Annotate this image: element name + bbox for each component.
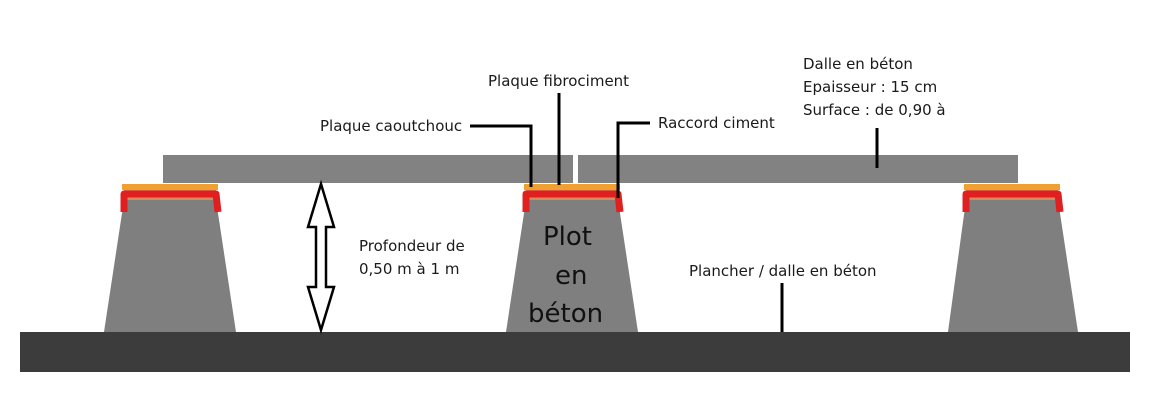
leader-lines [470, 93, 879, 332]
double-headed-vertical-arrow-icon [306, 179, 336, 335]
pier-left-body [104, 200, 236, 332]
label-profondeur-line1: Profondeur de [359, 237, 465, 255]
label-plot-line2: en [555, 261, 587, 291]
pier-right-body [948, 200, 1078, 332]
concrete-pier-center [506, 184, 638, 332]
pier-right-cement-joint [962, 190, 1064, 213]
slab-right [578, 155, 1018, 183]
label-dalle-title: Dalle en béton [803, 55, 913, 73]
label-raccord-ciment: Raccord ciment [658, 114, 775, 132]
leader-raccord-ciment [616, 121, 650, 198]
label-profondeur-line2: 0,50 m à 1 m [359, 260, 459, 278]
pier-right-fiber-plate [964, 184, 1060, 190]
label-dalle-epaisseur: Epaisseur : 15 cm [803, 78, 937, 96]
label-plaque-fibrociment: Plaque fibrociment [488, 72, 629, 90]
label-plot-line3: béton [528, 299, 603, 329]
label-dalle-surface: Surface : de 0,90 à [803, 101, 946, 119]
label-plot-line1: Plot [543, 222, 592, 252]
ground-slab [20, 332, 1130, 372]
label-plancher: Plancher / dalle en béton [689, 262, 877, 280]
concrete-pier-right [948, 184, 1078, 332]
pier-left-cement-joint [120, 190, 222, 213]
pier-center-body [506, 200, 638, 332]
label-plaque-caoutchouc: Plaque caoutchouc [320, 117, 462, 135]
concrete-pier-left [104, 184, 236, 332]
leader-plaque-caoutchouc [470, 124, 533, 187]
pier-center-fiber-plate [524, 184, 620, 190]
pier-left-fiber-plate [122, 184, 218, 190]
slab-left [163, 155, 573, 183]
pier-center-cement-joint [522, 190, 624, 213]
